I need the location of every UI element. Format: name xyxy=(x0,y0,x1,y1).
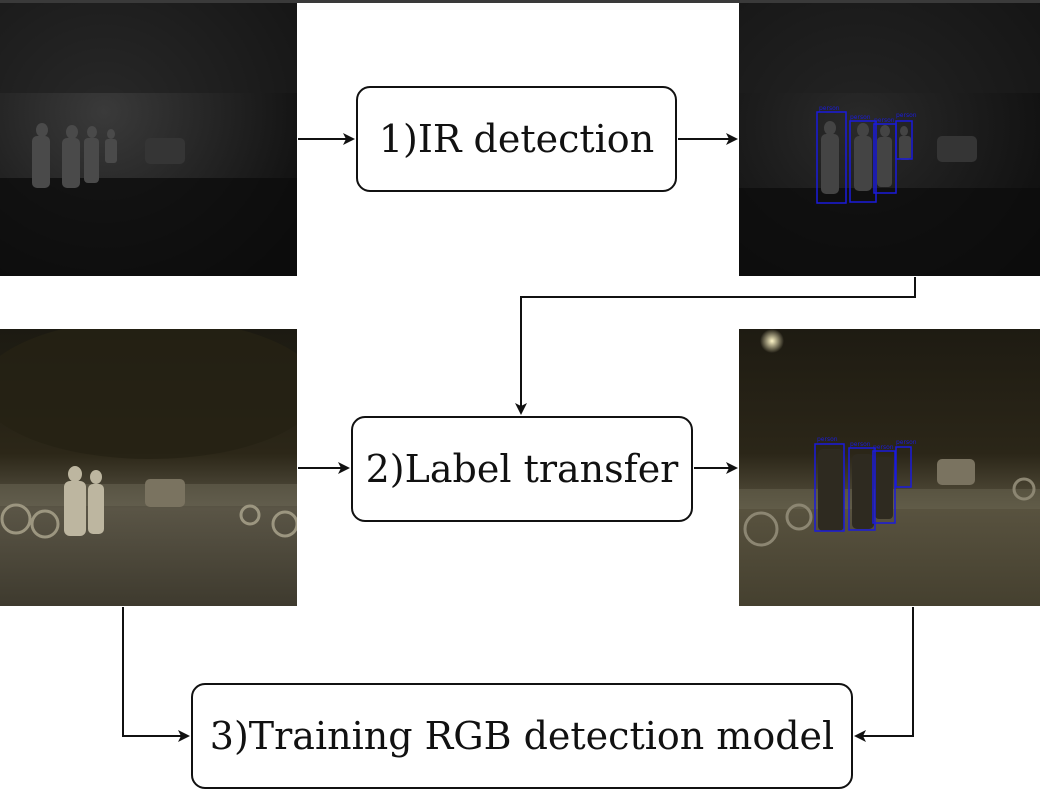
detection-label: person xyxy=(817,436,838,443)
detection-label: person xyxy=(850,441,871,448)
detection-boxes xyxy=(816,111,913,204)
ir-detection-image: person person person person xyxy=(739,3,1040,276)
transferred-boxes xyxy=(814,443,912,532)
detection-label: person xyxy=(850,114,871,121)
arrow-left-icon xyxy=(854,607,914,742)
detection-label: person xyxy=(873,444,894,451)
step-training-rgb: 3)Training RGB detection model xyxy=(191,683,853,789)
rgb-input-image xyxy=(0,329,297,606)
detection-label: person xyxy=(896,112,917,119)
ir-input-image xyxy=(0,3,297,276)
step-ir-detection: 1)IR detection xyxy=(356,86,677,192)
arrow-right-icon xyxy=(122,607,190,742)
detection-label: person xyxy=(819,105,840,112)
detection-label: person xyxy=(896,439,917,446)
detection-label: person xyxy=(874,117,895,124)
window-top-border xyxy=(0,0,1040,3)
step-label-transfer: 2)Label transfer xyxy=(351,416,693,522)
rgb-labeled-image: person person person person xyxy=(739,329,1040,606)
